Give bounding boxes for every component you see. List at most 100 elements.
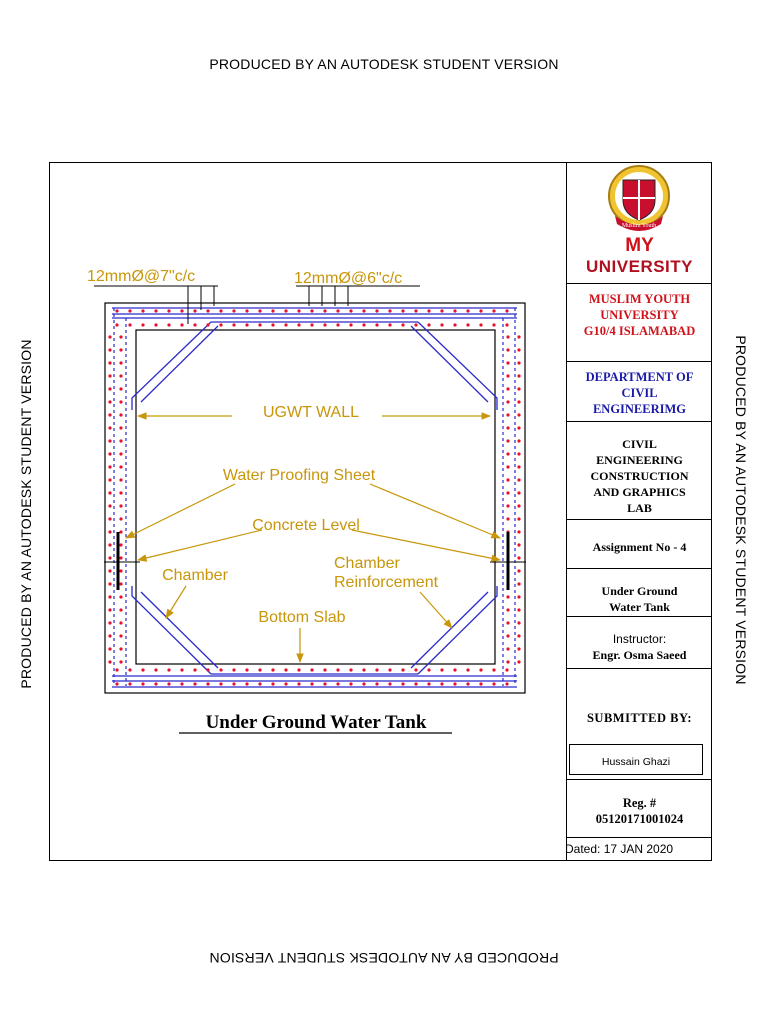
rebar-dot	[284, 668, 288, 672]
chamber-reinforcement-label-2: Reinforcement	[334, 574, 439, 591]
chamber-reinforcement-label-1: Chamber	[334, 555, 400, 572]
rebar-dot	[310, 668, 314, 672]
annotation-arrows	[125, 412, 501, 663]
rebar-dot	[154, 668, 158, 672]
rebar-dot	[375, 682, 379, 686]
lab-line-1: CIVIL	[622, 437, 657, 451]
title-block: Muslim Youth MY UNIVERSITY MUSLIM YOUTH …	[565, 162, 712, 861]
university-line-3: G10/4 ISLAMABAD	[583, 324, 696, 338]
university-crest-icon: Muslim Youth	[608, 165, 670, 231]
rebar-dot	[517, 426, 521, 430]
registration-number: 05120171001024	[595, 812, 684, 826]
rebar-dot	[271, 309, 275, 313]
rebar-dot	[219, 668, 223, 672]
rebar-dot	[517, 543, 521, 547]
rebar-dot	[108, 647, 112, 651]
rebar-dot	[297, 682, 301, 686]
department-line-3: ENGINEERIMG	[592, 402, 687, 416]
rebar-dot	[119, 517, 123, 521]
rebar-dot	[108, 478, 112, 482]
rebar-dot	[193, 309, 197, 313]
rebar-dot	[115, 668, 119, 672]
rebar-dot	[108, 569, 112, 573]
rebar-dot	[232, 668, 236, 672]
rebar-dot	[506, 374, 510, 378]
rebar-dot	[506, 478, 510, 482]
rebar-dot	[517, 556, 521, 560]
project-line-2: Water Tank	[609, 600, 670, 614]
instructor-label: Instructor:	[612, 632, 667, 646]
rebar-dot	[167, 309, 171, 313]
rebar-dot	[414, 682, 418, 686]
rebar-dot	[284, 682, 288, 686]
water-proofing-label: Water Proofing Sheet	[223, 467, 376, 484]
rebar-dot	[310, 323, 314, 327]
rebar-dot	[108, 400, 112, 404]
student-name-box: Hussain Ghazi	[569, 744, 703, 775]
rebar-dot	[505, 668, 509, 672]
rebar-dot	[505, 682, 509, 686]
rebar-dot	[119, 608, 123, 612]
rebar-dot	[323, 323, 327, 327]
rebar-dot	[245, 323, 249, 327]
rebar-dot	[108, 387, 112, 391]
rebar-dot	[506, 504, 510, 508]
rebar-dot	[108, 504, 112, 508]
rebar-dot	[108, 621, 112, 625]
rebar-dot	[323, 309, 327, 313]
rebar-dot	[108, 660, 112, 664]
rebar-dot	[310, 682, 314, 686]
rebar-dot	[167, 682, 171, 686]
rebar-dot	[297, 323, 301, 327]
rebar-dot	[375, 323, 379, 327]
rebar-dot	[258, 668, 262, 672]
rebar-dot	[128, 323, 132, 327]
rebar-dot	[506, 439, 510, 443]
rebar-dot	[517, 621, 521, 625]
rebar-dot	[388, 682, 392, 686]
rebar-dot	[453, 323, 457, 327]
rebar-dot	[271, 668, 275, 672]
rebar-dot	[506, 426, 510, 430]
rebar-dot	[517, 374, 521, 378]
rebar-dot	[506, 400, 510, 404]
rebar-dot	[414, 668, 418, 672]
rebar-dot	[108, 491, 112, 495]
rebar-dot	[310, 309, 314, 313]
rebar-dots	[108, 309, 521, 686]
rebar-dot	[108, 465, 112, 469]
rebar-dot	[517, 452, 521, 456]
rebar-dot	[119, 621, 123, 625]
rebar-dot	[119, 452, 123, 456]
rebar-dot	[108, 556, 112, 560]
rebar-dot	[466, 668, 470, 672]
svg-text:Muslim Youth: Muslim Youth	[622, 223, 656, 229]
department-line-2: CIVIL	[621, 386, 658, 400]
rebar-dot	[506, 335, 510, 339]
rebar-dot	[297, 668, 301, 672]
rebar-dot	[258, 682, 262, 686]
rebar-dot	[206, 309, 210, 313]
rebar-label-1: 12mmØ@7"c/c	[87, 268, 195, 285]
rebar-dot	[206, 323, 210, 327]
rebar-dot	[245, 309, 249, 313]
rebar-dot	[258, 323, 262, 327]
rebar-dot	[232, 323, 236, 327]
rebar-dot	[517, 478, 521, 482]
rebar-dot	[108, 335, 112, 339]
drawing-title: Under Ground Water Tank	[206, 712, 427, 733]
rebar-dot	[258, 309, 262, 313]
rebar-dot	[466, 323, 470, 327]
rebar-dot	[505, 323, 509, 327]
assignment-cell: Assignment No - 4	[567, 520, 712, 569]
rebar-dot	[232, 309, 236, 313]
rebar-dot	[517, 582, 521, 586]
rebar-dot	[362, 682, 366, 686]
rebar-dot	[375, 309, 379, 313]
rebar-dot	[453, 668, 457, 672]
rebar-dot	[492, 323, 496, 327]
submitted-by-label: SUBMITTED BY:	[586, 711, 693, 725]
rebar-dot	[336, 682, 340, 686]
rebar-dot	[108, 426, 112, 430]
